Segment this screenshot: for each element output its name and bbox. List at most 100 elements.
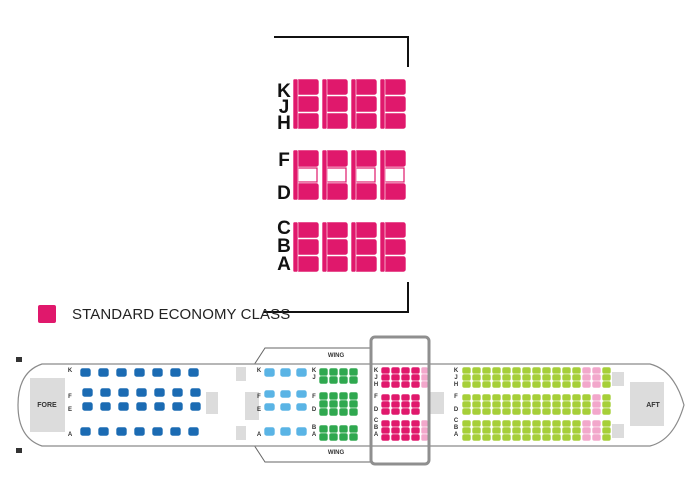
detail-seat[interactable] [382,182,407,201]
economy-seat[interactable] [471,400,482,409]
standard-economy-seat[interactable] [380,426,391,435]
detail-seat[interactable] [382,221,407,239]
business-seat[interactable] [189,387,202,398]
economy-seat[interactable] [501,400,512,409]
business-seat[interactable] [99,387,112,398]
business-seat[interactable] [79,426,92,437]
detail-seat[interactable] [382,149,407,168]
economy-seat[interactable] [561,373,572,382]
economy-seat[interactable] [420,380,429,389]
detail-seat[interactable] [295,238,320,256]
business-seat[interactable] [133,426,146,437]
detail-seat[interactable] [353,255,378,273]
economy-seat[interactable] [601,426,612,435]
economy-seat[interactable] [471,366,482,375]
economy-seat[interactable] [591,393,602,402]
premium-seat[interactable] [263,402,276,412]
standard-economy-seat[interactable] [410,426,421,435]
economy-seat[interactable] [521,407,532,416]
standard-economy-seat[interactable] [410,419,421,428]
economy-seat[interactable] [491,373,502,382]
economy-seat[interactable] [601,380,612,389]
standard-economy-seat[interactable] [400,419,411,428]
economy-seat[interactable] [461,419,472,428]
detail-seat[interactable] [353,95,378,113]
premium-seat[interactable] [279,426,292,437]
standard-economy-seat[interactable] [410,373,421,382]
detail-seat-armrest[interactable] [292,221,299,273]
economy-seat[interactable] [521,400,532,409]
economy-seat[interactable] [551,380,562,389]
economy-seat[interactable] [511,419,522,428]
economy-seat[interactable] [318,424,329,434]
economy-seat[interactable] [511,373,522,382]
economy-seat[interactable] [481,380,492,389]
detail-seat[interactable] [295,149,320,168]
detail-seat-armrest[interactable] [350,78,357,130]
detail-seat[interactable] [353,112,378,130]
detail-seat[interactable] [295,112,320,130]
economy-seat[interactable] [591,419,602,428]
standard-economy-seat[interactable] [380,407,391,416]
economy-seat[interactable] [328,391,339,401]
standard-economy-seat[interactable] [400,373,411,382]
economy-seat[interactable] [601,419,612,428]
business-seat[interactable] [151,367,164,378]
standard-economy-seat[interactable] [410,407,421,416]
economy-seat[interactable] [571,419,582,428]
economy-seat[interactable] [348,399,359,409]
economy-seat[interactable] [318,391,329,401]
economy-seat[interactable] [601,393,612,402]
premium-seat[interactable] [279,402,292,412]
standard-economy-seat[interactable] [390,407,401,416]
economy-seat[interactable] [551,419,562,428]
standard-economy-seat[interactable] [380,366,391,375]
business-seat[interactable] [151,426,164,437]
economy-seat[interactable] [461,366,472,375]
economy-seat[interactable] [348,375,359,385]
detail-seat[interactable] [295,182,320,201]
economy-seat[interactable] [551,433,562,442]
business-seat[interactable] [187,367,200,378]
economy-seat[interactable] [481,419,492,428]
economy-seat[interactable] [521,373,532,382]
economy-seat[interactable] [601,400,612,409]
economy-seat[interactable] [591,373,602,382]
economy-seat[interactable] [531,407,542,416]
economy-seat[interactable] [541,419,552,428]
business-seat[interactable] [135,387,148,398]
economy-seat[interactable] [531,419,542,428]
standard-economy-seat[interactable] [400,393,411,402]
economy-seat[interactable] [531,426,542,435]
standard-economy-seat[interactable] [380,373,391,382]
detail-seat[interactable] [353,221,378,239]
business-seat[interactable] [153,387,166,398]
detail-seat[interactable] [353,182,378,201]
economy-seat[interactable] [531,393,542,402]
detail-seat[interactable] [353,238,378,256]
economy-seat[interactable] [328,432,339,442]
detail-seat[interactable] [353,149,378,168]
detail-seat-armrest[interactable] [321,221,328,273]
economy-seat[interactable] [338,399,349,409]
economy-seat[interactable] [561,433,572,442]
detail-seat-armrest[interactable] [350,221,357,273]
detail-seat-armrest[interactable] [379,149,386,201]
economy-seat[interactable] [501,426,512,435]
economy-seat[interactable] [348,367,359,377]
economy-seat[interactable] [591,400,602,409]
detail-seat[interactable] [382,78,407,96]
detail-seat[interactable] [382,112,407,130]
economy-seat[interactable] [561,400,572,409]
economy-seat[interactable] [541,433,552,442]
detail-seat[interactable] [324,238,349,256]
economy-seat[interactable] [531,373,542,382]
economy-seat[interactable] [481,373,492,382]
economy-seat[interactable] [481,433,492,442]
premium-seat[interactable] [295,402,308,412]
economy-seat[interactable] [471,426,482,435]
business-seat[interactable] [171,401,184,412]
economy-seat[interactable] [338,432,349,442]
economy-seat[interactable] [491,400,502,409]
economy-seat[interactable] [551,426,562,435]
